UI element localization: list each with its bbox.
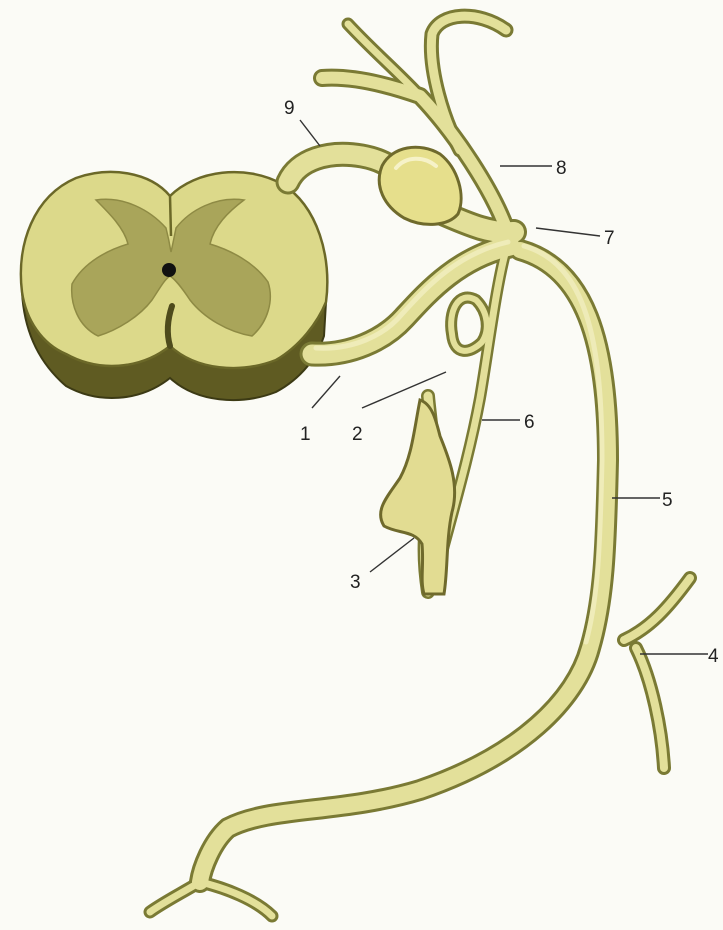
label-6: 6 [524, 412, 535, 433]
central-canal [162, 263, 176, 277]
leader-9 [300, 120, 320, 146]
leader-3 [370, 538, 414, 572]
spinal-cord-section [21, 172, 327, 400]
sympathetic-ganglion [381, 400, 455, 594]
label-8: 8 [556, 158, 567, 179]
callout-labels: 1 2 3 4 5 6 7 8 9 [284, 98, 719, 667]
anterior-branch-terminal [150, 882, 272, 916]
label-5: 5 [662, 490, 673, 511]
lateral-cutaneous-edge [624, 578, 690, 768]
label-2: 2 [352, 424, 363, 445]
callout-leaders [300, 120, 708, 654]
nerve-structures [150, 16, 690, 916]
label-9: 9 [284, 98, 295, 119]
label-1: 1 [300, 424, 311, 445]
leader-7 [536, 228, 600, 236]
label-7: 7 [604, 228, 615, 249]
leader-1 [312, 376, 340, 408]
label-3: 3 [350, 572, 361, 593]
label-4: 4 [708, 646, 719, 667]
posterior-median-sulcus [170, 196, 171, 236]
